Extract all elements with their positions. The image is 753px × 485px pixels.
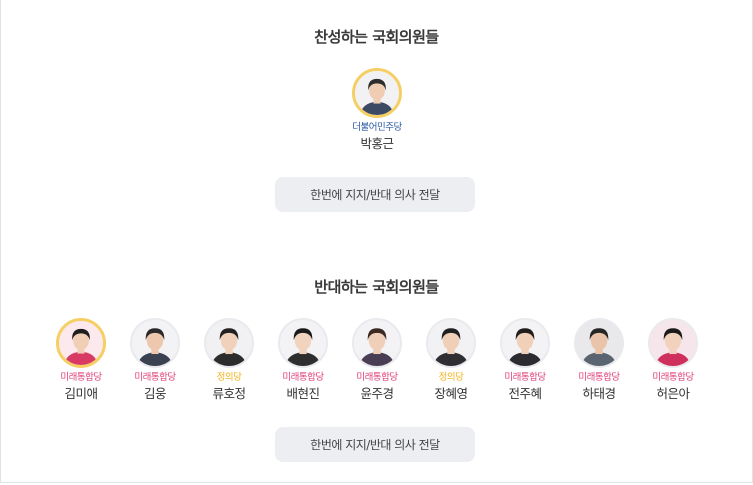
avatar — [56, 318, 106, 368]
member-name: 허은아 — [656, 386, 690, 401]
party-label: 더불어민주당 — [352, 122, 402, 133]
member-name: 김웅 — [143, 386, 167, 401]
support-section: 찬성하는 국회의원들 — [1, 26, 752, 47]
avatar — [500, 318, 550, 368]
party-label: 미래통합당 — [60, 372, 102, 383]
oppose-title: 반대하는 국회의원들 — [314, 278, 439, 296]
avatar — [648, 318, 698, 368]
portrait-icon — [428, 320, 474, 366]
portrait-icon — [502, 320, 548, 366]
portrait-icon — [206, 320, 252, 366]
member-name: 류호정 — [212, 386, 246, 401]
member-name: 장혜영 — [434, 386, 468, 401]
party-label: 정의당 — [438, 372, 464, 383]
oppose-send-button[interactable]: 한번에 지지/반대 의사 전달 — [275, 427, 475, 462]
party-label: 미래통합당 — [652, 372, 694, 383]
avatar — [204, 318, 254, 368]
portrait-icon — [280, 320, 326, 366]
portrait-icon — [354, 320, 400, 366]
avatar — [352, 68, 402, 118]
divider — [0, 482, 753, 483]
avatar — [574, 318, 624, 368]
avatar — [278, 318, 328, 368]
party-label: 미래통합당 — [282, 372, 324, 383]
member-name: 배현진 — [286, 386, 320, 401]
party-label: 정의당 — [216, 372, 242, 383]
oppose-section: 반대하는 국회의원들 — [1, 276, 752, 297]
member-name: 박홍근 — [360, 136, 394, 151]
portrait-icon — [576, 320, 622, 366]
avatar — [130, 318, 180, 368]
support-title: 찬성하는 국회의원들 — [314, 28, 439, 46]
portrait-icon — [132, 320, 178, 366]
support-send-button[interactable]: 한번에 지지/반대 의사 전달 — [275, 177, 475, 212]
portrait-icon — [650, 320, 696, 366]
member-name: 하태경 — [582, 386, 616, 401]
portrait-icon — [59, 321, 103, 365]
party-label: 미래통합당 — [134, 372, 176, 383]
avatar — [426, 318, 476, 368]
party-label: 미래통합당 — [504, 372, 546, 383]
member-name: 전주혜 — [508, 386, 542, 401]
member-name: 김미애 — [64, 386, 98, 401]
party-label: 미래통합당 — [578, 372, 620, 383]
avatar — [352, 318, 402, 368]
member-name: 윤주경 — [360, 386, 394, 401]
portrait-icon — [355, 71, 399, 115]
party-label: 미래통합당 — [356, 372, 398, 383]
